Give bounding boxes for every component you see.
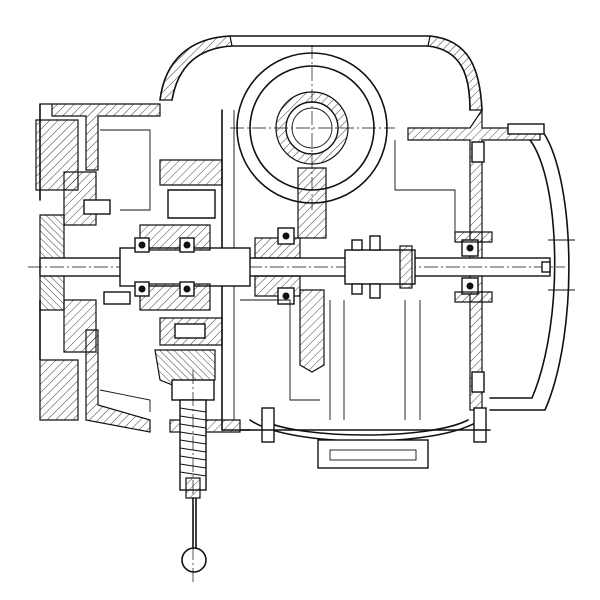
flange-bolt-top: [83, 199, 111, 215]
shaft-coupling: [344, 235, 416, 299]
spring-plunger: [171, 370, 215, 585]
interior-outlines: [99, 129, 456, 412]
sump-bolt-left: [261, 407, 275, 443]
upper-dome: [159, 35, 483, 111]
bottom-sump: [239, 300, 491, 469]
vertical-arm: [297, 167, 327, 373]
bearings: [134, 227, 479, 305]
shaft-hub: [119, 247, 251, 287]
cover-bolt-lower: [471, 371, 485, 393]
cover-bolt-top: [507, 123, 545, 135]
right-bearing-carrier: [454, 231, 551, 303]
upper-wheel: [230, 45, 395, 210]
cover-bolt-upper: [471, 141, 485, 163]
sump-bolt-right: [473, 407, 487, 443]
right-cover: [471, 123, 575, 411]
flange-bolt-bottom: [103, 291, 131, 305]
